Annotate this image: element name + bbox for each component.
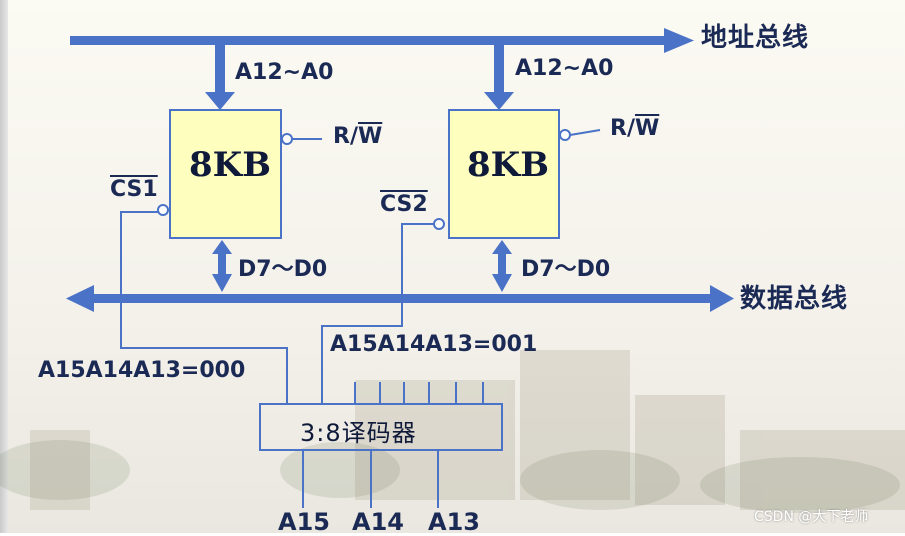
chip2-data-arrow [492, 240, 512, 292]
chip2-box [448, 109, 560, 239]
chip2-cs-label: CS2 [380, 192, 428, 217]
chip1-cs-label: CS1 [110, 177, 158, 202]
chip1-address-label: A12~A0 [235, 60, 334, 85]
chip1-data-arrow [212, 240, 232, 292]
chip1-rw-pin [281, 133, 322, 145]
decoder-output-lines [354, 382, 484, 404]
chip2-rw-pin [559, 129, 601, 141]
chip2-select-condition: A15A14A13=001 [330, 332, 538, 357]
chip1-data-label: D7～D0 [238, 257, 328, 282]
slide-left-edge [0, 0, 8, 533]
decoder-input-lines [302, 450, 439, 508]
chip1-select-condition: A15A14A13=000 [38, 358, 246, 383]
chip1-address-arrow [205, 45, 235, 110]
chip1-rw-prefix: R/ [333, 124, 358, 149]
chip2-address-arrow [484, 45, 514, 110]
data-bus-arrow [66, 285, 734, 312]
chip2-data-label: D7～D0 [521, 257, 611, 282]
chip1-capacity-label: 8KB [189, 145, 271, 185]
decoder-input-a15: A15 [278, 508, 330, 536]
chip1-cs-pin [120, 204, 288, 404]
chip2-address-label: A12~A0 [515, 56, 614, 81]
address-bus-arrow [70, 28, 694, 53]
watermark: CSDN @大下老师 [754, 509, 869, 525]
chip2-capacity-label: 8KB [467, 145, 549, 185]
decoder-label: 3:8译码器 [300, 419, 417, 447]
address-bus-label: 地址总线 [701, 23, 810, 53]
chip2-rw-label: R/W [610, 116, 659, 141]
decoder-input-a13: A13 [428, 508, 480, 536]
chip2-rw-bar: W [634, 116, 660, 141]
decoder-input-a14: A14 [352, 508, 404, 536]
chip2-cs-pin [321, 218, 445, 404]
chip1-box [169, 109, 282, 239]
chip1-rw-label: R/W [333, 124, 382, 149]
chip1-rw-bar: W [357, 124, 383, 149]
data-bus-label: 数据总线 [740, 284, 849, 314]
chip2-rw-prefix: R/ [610, 116, 635, 141]
